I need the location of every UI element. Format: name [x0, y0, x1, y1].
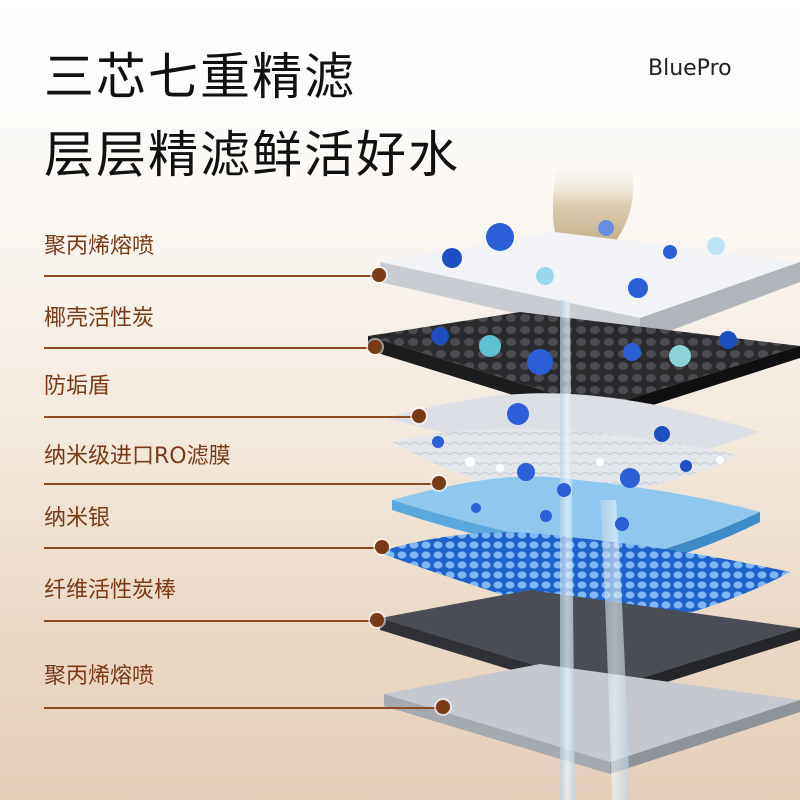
layer-marker-7-icon — [436, 700, 450, 714]
layer-marker-5-icon — [375, 540, 389, 554]
layer-label-6: 纤维活性炭棒 — [44, 578, 177, 603]
layer-marker-4-icon — [432, 476, 446, 490]
headline-line-1: 三芯七重精滤 — [44, 48, 356, 106]
layer-label-4: 纳米级进口RO滤膜 — [44, 444, 231, 469]
layer-label-3: 防垢盾 — [44, 374, 111, 399]
water-stream-clear — [560, 300, 575, 800]
water-stream-clear-2 — [600, 500, 630, 800]
layer-8-panel — [384, 664, 800, 774]
layer-label-5: 纳米银 — [44, 506, 111, 531]
leader-line-3 — [44, 416, 419, 418]
layer-label-1: 聚丙烯熔喷 — [44, 234, 155, 259]
headline-line-2: 层层精滤鲜活好水 — [44, 126, 460, 184]
leader-line-7 — [44, 707, 442, 709]
leader-line-2 — [44, 347, 376, 349]
layer-marker-1-icon — [372, 268, 386, 282]
leader-line-1 — [44, 275, 379, 277]
layer-label-2: 椰壳活性炭 — [44, 306, 155, 331]
layer-6-panel — [378, 532, 790, 630]
layer-marker-3-icon — [412, 409, 426, 423]
layer-marker-2-icon — [368, 340, 382, 354]
brand-logo-text: BluePro — [648, 56, 732, 81]
leader-line-5 — [44, 547, 379, 549]
leader-line-6 — [44, 620, 379, 622]
layer-marker-6-icon — [370, 613, 384, 627]
leader-line-4 — [44, 483, 439, 485]
layer-label-7: 聚丙烯熔喷 — [44, 664, 155, 689]
bacteria-particles — [431, 220, 737, 531]
